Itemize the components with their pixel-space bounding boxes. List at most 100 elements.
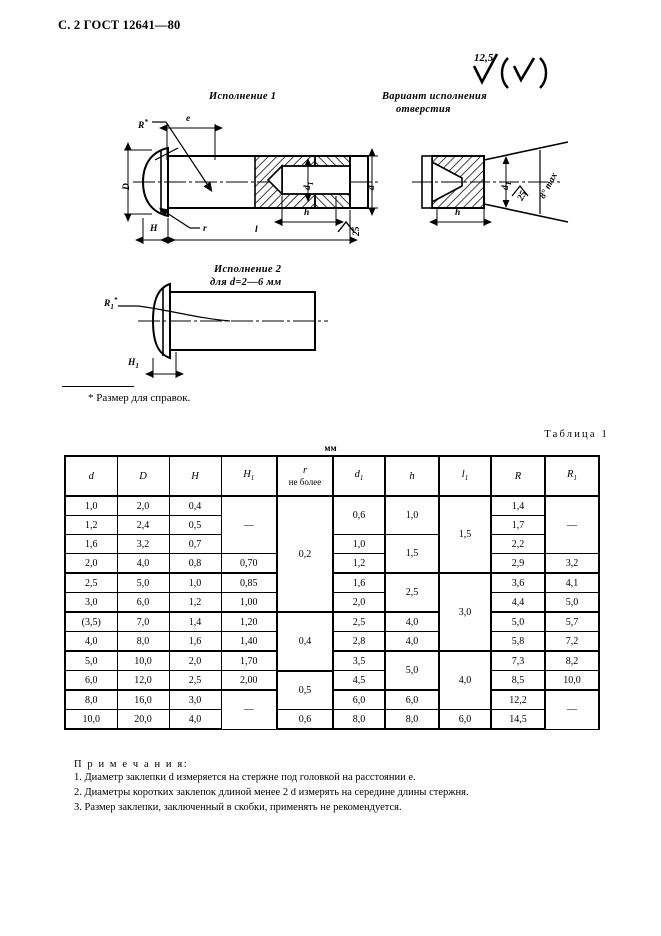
table-row: 1,0 2,0 0,4 — 0,2 0,6 1,0 1,5 1,4 —	[64, 495, 600, 613]
cell-R1: 7,2	[544, 631, 600, 652]
figure1-label-r: r	[203, 224, 207, 234]
cell-r: 0,4	[276, 611, 334, 671]
cell-d1: 6,0	[332, 689, 386, 710]
table-caption: Таблица 1	[544, 429, 609, 440]
figure3-title-line2: для d=2—6 мм	[210, 277, 282, 288]
table-row: 4,0 8,0 1,6 1,40 2,8 4,0 5,8 7,2	[64, 631, 600, 652]
cell-H: 0,8	[168, 553, 222, 574]
cell-H: 3,0	[168, 689, 222, 710]
cell-R1: —	[544, 689, 600, 730]
cell-d1: 4,5	[332, 670, 386, 691]
roughness-glyph-icon	[472, 53, 548, 89]
cell-D: 10,0	[116, 650, 170, 671]
figure1-label-D: D	[122, 183, 132, 190]
col-header-d1: d1	[332, 455, 386, 497]
cell-R: 2,2	[490, 534, 546, 554]
cell-H1: 1,20	[220, 611, 278, 632]
col-header-R1: R1	[544, 455, 600, 497]
table-row: 8,0 16,0 3,0 — 6,0 6,0 12,2 —	[64, 689, 600, 730]
cell-d1: 1,0	[332, 534, 386, 554]
cell-H1: 1,00	[220, 592, 278, 613]
cell-h: 1,5	[384, 534, 440, 574]
cell-D: 3,2	[116, 534, 170, 554]
cell-R: 4,4	[490, 592, 546, 613]
table-row: 2,5 5,0 1,0 0,85 1,6 2,5 3,0 3,6 4,1	[64, 572, 600, 652]
cell-D: 6,0	[116, 592, 170, 613]
cell-d: 1,2	[64, 515, 118, 535]
note-item: 1. Диаметр заклепки d измеряется на стер…	[74, 772, 416, 783]
cell-R1: —	[544, 495, 600, 554]
cell-d1: 1,6	[332, 572, 386, 593]
cell-H1: —	[220, 495, 278, 554]
cell-d1: 2,0	[332, 592, 386, 613]
figure1-label-d1: d1	[303, 181, 315, 190]
cell-H: 1,6	[168, 631, 222, 652]
cell-H: 2,5	[168, 670, 222, 691]
figure2-title-line1: Вариант исполнения	[382, 91, 487, 102]
cell-H1: 0,85	[220, 572, 278, 593]
cell-R1: 5,0	[544, 592, 600, 613]
table-row: 10,0 20,0 4,0 0,6 8,0 8,0 6,0 14,5	[64, 709, 599, 730]
cell-D: 4,0	[116, 553, 170, 574]
cell-H: 2,0	[168, 650, 222, 671]
figure1-title: Исполнение 1	[209, 91, 277, 102]
cell-d: (3,5)	[64, 611, 118, 632]
cell-R: 8,5	[490, 670, 546, 691]
col-header-H: H	[168, 455, 222, 497]
figure2-label-h: h	[455, 208, 461, 218]
table-row: (3,5) 7,0 1,4 1,20 0,4 2,5 4,0 5,0 5,7	[64, 611, 600, 671]
cell-H1: 0,70	[220, 553, 278, 574]
technical-drawings-area: Исполнение 1	[0, 0, 661, 420]
cell-l1: 6,0	[438, 709, 492, 730]
cell-H1: 1,70	[220, 650, 278, 671]
cell-R: 7,3	[490, 650, 546, 671]
cell-R: 5,8	[490, 631, 546, 652]
cell-r: 0,5	[276, 669, 334, 710]
cell-D: 20,0	[116, 709, 170, 730]
surface-roughness-symbol: 12,5	[470, 52, 556, 92]
cell-H: 4,0	[168, 709, 222, 730]
cell-H1: 2,00	[220, 670, 278, 691]
cell-d: 4,0	[64, 631, 118, 652]
cell-R: 12,2	[490, 689, 546, 710]
roughness-value: 12,5	[474, 52, 494, 64]
cell-R1: 10,0	[544, 670, 600, 691]
cell-r: 0,2	[276, 495, 334, 613]
cell-d: 2,0	[64, 553, 118, 574]
notes-title: П р и м е ч а н и я:	[74, 759, 189, 770]
figure3-title-line1: Исполнение 2	[214, 264, 282, 275]
figure1-label-H: H	[150, 224, 158, 234]
cell-R1: 3,2	[544, 553, 600, 574]
cell-R: 14,5	[490, 709, 546, 730]
cell-h: 1,0	[384, 495, 440, 535]
cell-d: 1,6	[64, 534, 118, 554]
cell-d: 10,0	[64, 709, 118, 730]
col-header-d: d	[64, 455, 118, 497]
figure2-label-d1: d1	[501, 181, 513, 190]
cell-d1: 1,2	[332, 553, 386, 574]
note-item: 3. Размер заклепки, заключенный в скобки…	[74, 801, 402, 813]
col-header-l1: l1	[438, 455, 492, 497]
cell-d: 5,0	[64, 650, 118, 671]
cell-R1: 4,1	[544, 572, 600, 593]
figure1-label-angle: 25	[352, 226, 362, 237]
cell-d1: 8,0	[332, 709, 386, 730]
cell-D: 12,0	[116, 670, 170, 691]
cell-d: 6,0	[64, 670, 118, 691]
cell-D: 8,0	[116, 631, 170, 652]
cell-H: 1,2	[168, 592, 222, 613]
cell-h: 6,0	[384, 689, 440, 710]
figure1-label-d: d	[367, 185, 377, 190]
cell-l1: 4,0	[438, 650, 492, 710]
cell-D: 2,4	[116, 515, 170, 535]
figure1-label-radius: R*	[138, 118, 148, 132]
cell-d: 2,5	[64, 572, 118, 593]
page-header: С. 2 ГОСТ 12641—80	[58, 18, 181, 32]
cell-d: 8,0	[64, 689, 118, 710]
figure1-drawing	[118, 121, 569, 378]
cell-R: 3,6	[490, 572, 546, 593]
footnote-divider	[62, 386, 134, 387]
